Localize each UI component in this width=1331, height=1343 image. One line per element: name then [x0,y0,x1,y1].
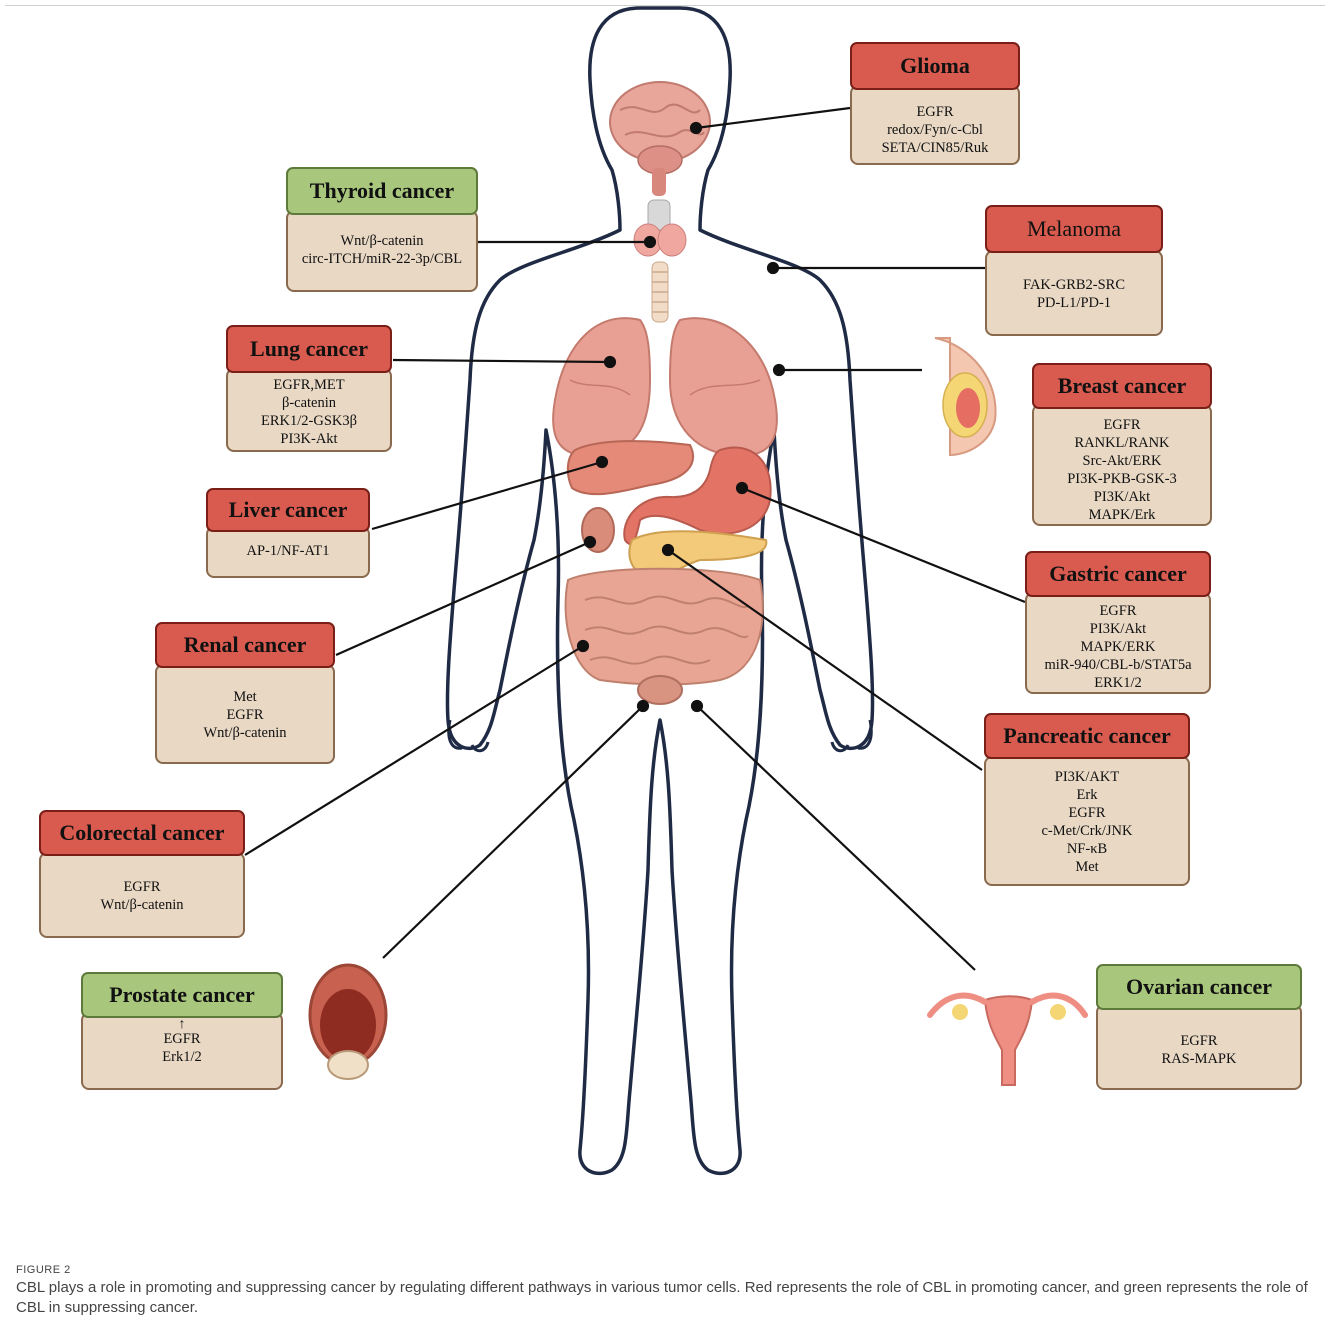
pathway-item: MAPK/ERK [1081,638,1156,656]
pathway-list: EGFR redox/Fyn/c-Cbl SETA/CIN85/Ruk [852,103,1018,157]
pathway-item: EGFR [1099,602,1136,620]
lungs-icon [553,318,777,456]
pathway-list: EGFR RAS-MAPK [1098,1032,1300,1068]
pathway-item: RAS-MAPK [1162,1050,1237,1068]
pathway-list: AP-1/NF-AT1 [208,542,368,560]
pathway-item: EGFR [226,706,263,724]
pathway-item: Wnt/β-catenin [340,232,423,250]
cancer-title-renal: Renal cancer [155,622,335,668]
pathway-item: Wnt/β-catenin [100,896,183,914]
cancer-title-gastric: Gastric cancer [1025,551,1211,597]
pathway-item: EGFR [1103,416,1140,434]
cancer-title-ovarian: Ovarian cancer [1096,964,1302,1010]
pathway-list: EGFR PI3K/Akt MAPK/ERK miR-940/CBL-b/STA… [1027,602,1209,692]
cancer-box-renal: Met EGFR Wnt/β-catenin [155,664,335,764]
pathway-item: Met [1075,858,1098,876]
cancer-box-breast: EGFR RANKL/RANK Src-Akt/ERK PI3K-PKB-GSK… [1032,404,1212,526]
cancer-box-gastric: EGFR PI3K/Akt MAPK/ERK miR-940/CBL-b/STA… [1025,592,1211,694]
pathway-item: β-catenin [282,394,336,412]
pathway-item: NF-κB [1067,840,1107,858]
pathway-item: EGFR [123,878,160,896]
pathway-item: miR-940/CBL-b/STAT5a [1044,656,1191,674]
pathway-item: Wnt/β-catenin [203,724,286,742]
intestine-icon [566,569,763,704]
caption-text: CBL plays a role in promoting and suppre… [16,1278,1316,1318]
cancer-title-breast: Breast cancer [1032,363,1212,409]
pathway-item: Src-Akt/ERK [1083,452,1162,470]
pathway-list: EGFR RANKL/RANK Src-Akt/ERK PI3K-PKB-GSK… [1034,416,1210,524]
cancer-title-glioma: Glioma [850,42,1020,90]
cancer-title-liver: Liver cancer [206,488,370,532]
pathway-item: EGFR [163,1030,200,1048]
pathway-item: circ-ITCH/miR-22-3p/CBL [302,250,462,268]
cancer-box-ovarian: EGFR RAS-MAPK [1096,1004,1302,1090]
pathway-list: EGFR Wnt/β-catenin [41,878,243,914]
cancer-box-glioma: EGFR redox/Fyn/c-Cbl SETA/CIN85/Ruk [850,85,1020,165]
pathway-list: PI3K/AKT Erk EGFR c-Met/Crk/JNK NF-κB Me… [986,768,1188,876]
breast-icon [935,338,996,455]
pathway-item: EGFR [916,103,953,121]
cancer-box-colorectal: EGFR Wnt/β-catenin [39,852,245,938]
pathway-list: FAK-GRB2-SRC PD-L1/PD-1 [987,276,1161,312]
cancer-box-pancreatic: PI3K/AKT Erk EGFR c-Met/Crk/JNK NF-κB Me… [984,756,1190,886]
pathway-item: Erk [1077,786,1098,804]
pathway-item: EGFR [1180,1032,1217,1050]
figure-caption: FIGURE 2 CBL plays a role in promoting a… [16,1264,1316,1318]
pathway-list: Met EGFR Wnt/β-catenin [157,688,333,742]
up-arrow-icon: ↑ [179,1020,186,1030]
pathway-item: redox/Fyn/c-Cbl [887,121,983,139]
cancer-title-thyroid: Thyroid cancer [286,167,478,215]
pathway-item: EGFR [1068,804,1105,822]
pathway-item: AP-1/NF-AT1 [247,542,330,560]
cancer-title-melanoma: Melanoma [985,205,1163,253]
pathway-item: EGFR,MET [273,376,344,394]
brain-icon [610,82,710,196]
pathway-list: Wnt/β-catenin circ-ITCH/miR-22-3p/CBL [288,232,476,268]
pathway-item: MAPK/Erk [1089,506,1156,524]
pathway-item: PI3K/Akt [1094,488,1150,506]
pathway-item: ERK1/2-GSK3β [261,412,357,430]
pathway-item: FAK-GRB2-SRC [1023,276,1125,294]
cancer-box-liver: AP-1/NF-AT1 [206,526,370,578]
cancer-box-melanoma: FAK-GRB2-SRC PD-L1/PD-1 [985,250,1163,336]
prostate-icon [310,965,386,1079]
figure-label: FIGURE 2 [16,1264,1316,1276]
pathway-item: PD-L1/PD-1 [1037,294,1111,312]
uterus-icon [930,996,1085,1085]
cancer-box-thyroid: Wnt/β-catenin circ-ITCH/miR-22-3p/CBL [286,210,478,292]
pathway-item: Met [233,688,256,706]
pathway-item: PI3K-PKB-GSK-3 [1067,470,1177,488]
pathway-item: PI3K-Akt [280,430,337,448]
pathway-item: c-Met/Crk/JNK [1041,822,1132,840]
cancer-title-pancreatic: Pancreatic cancer [984,713,1190,759]
cancer-box-lung: EGFR,MET β-catenin ERK1/2-GSK3β PI3K-Akt [226,368,392,452]
pathway-item: ERK1/2 [1094,674,1142,692]
pathway-item: RANKL/RANK [1074,434,1169,452]
pathway-item: Erk1/2 [162,1048,201,1066]
thyroid-icon [634,200,686,322]
cancer-box-prostate: ↑ EGFR Erk1/2 [81,1012,283,1090]
pathway-item: PI3K/AKT [1055,768,1119,786]
pathway-list: EGFR,MET β-catenin ERK1/2-GSK3β PI3K-Akt [228,376,390,448]
pathway-item: SETA/CIN85/Ruk [882,139,989,157]
cancer-title-prostate: Prostate cancer [81,972,283,1018]
cancer-title-lung: Lung cancer [226,325,392,373]
cancer-title-colorectal: Colorectal cancer [39,810,245,856]
pathway-list: ↑ EGFR Erk1/2 [83,1020,281,1066]
pathway-item: PI3K/Akt [1090,620,1146,638]
